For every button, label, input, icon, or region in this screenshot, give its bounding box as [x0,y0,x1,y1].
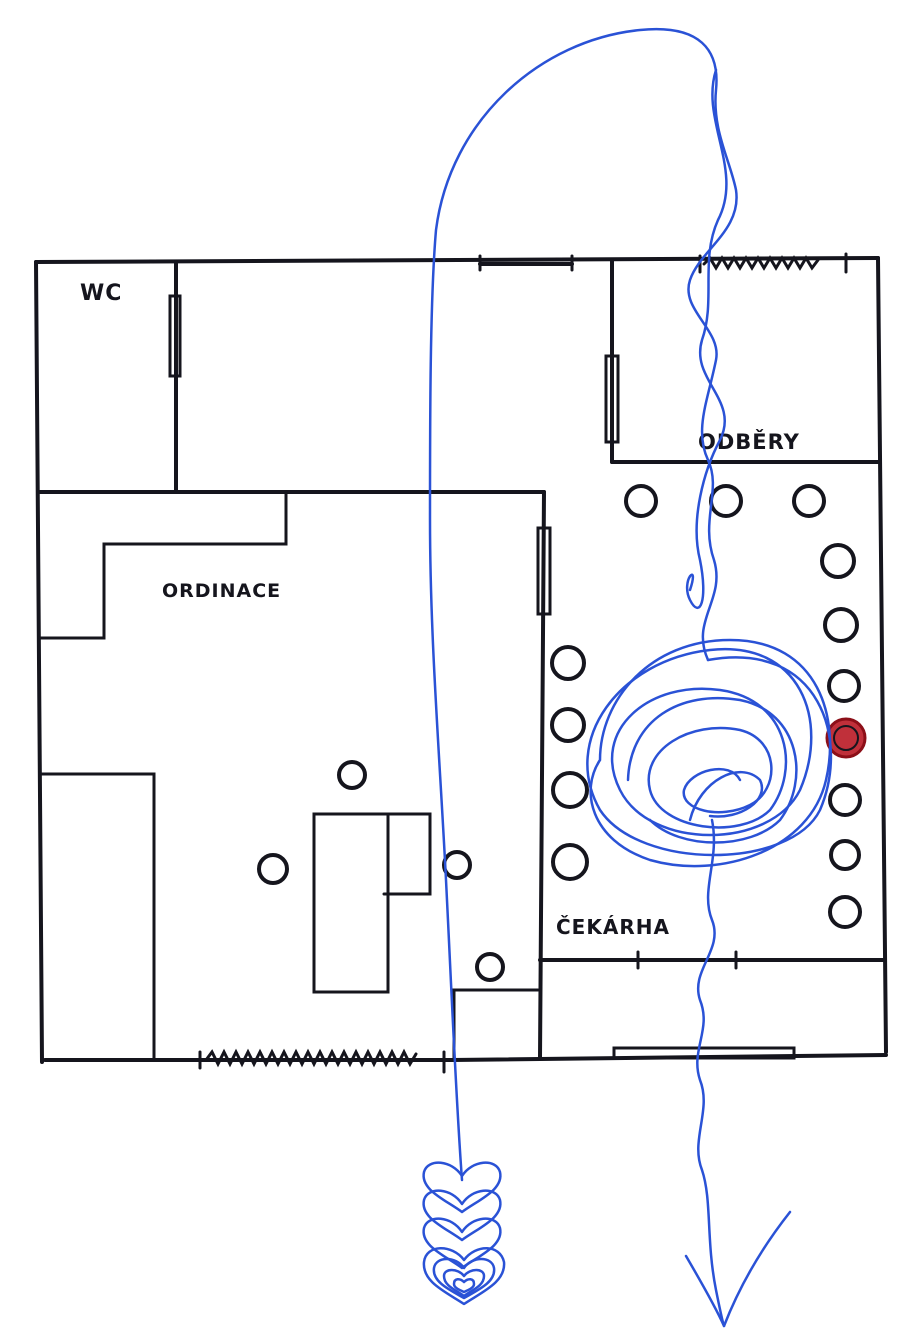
window-top [698,252,848,274]
seat [827,669,861,703]
path-exit-route [696,818,726,1328]
seat [257,853,289,885]
arrow-down-icon [684,1210,792,1328]
seat [829,839,861,871]
seat [475,952,505,982]
path-waiting-spiral [586,647,833,857]
door-ordinace [536,526,552,616]
seat [823,607,859,643]
movement-paths [428,27,833,1328]
furniture [38,492,540,1060]
door-wc [168,294,182,378]
seat [820,543,856,579]
seat [709,484,743,518]
seat [550,707,586,743]
room-label-cekarna: ČEKÁRHA [556,915,670,939]
door-odbery [604,354,620,444]
seat [550,645,586,681]
room-labels: WC ODBĚRY ORDINACE ČEKÁRHA [80,281,800,939]
room-label-wc: WC [80,281,122,306]
seat [337,760,367,790]
seats [257,484,867,982]
seat [828,783,862,817]
room-label-odbery: ODBĚRY [698,429,800,454]
stacked-hearts-icon [422,1161,506,1306]
windows [198,252,848,1074]
seat-highlighted-inner [833,725,859,751]
seat [792,484,826,518]
window-bottom [198,1048,446,1074]
door-bottom-exit [612,1046,796,1060]
seat [624,484,658,518]
seat [551,771,589,809]
seat [828,895,862,929]
seat-highlighted [825,717,867,759]
seat [442,850,472,880]
path-patient-route [428,27,738,1182]
seat [551,843,589,881]
doors [168,254,796,1060]
room-label-ordinace: ORDINACE [162,580,281,602]
